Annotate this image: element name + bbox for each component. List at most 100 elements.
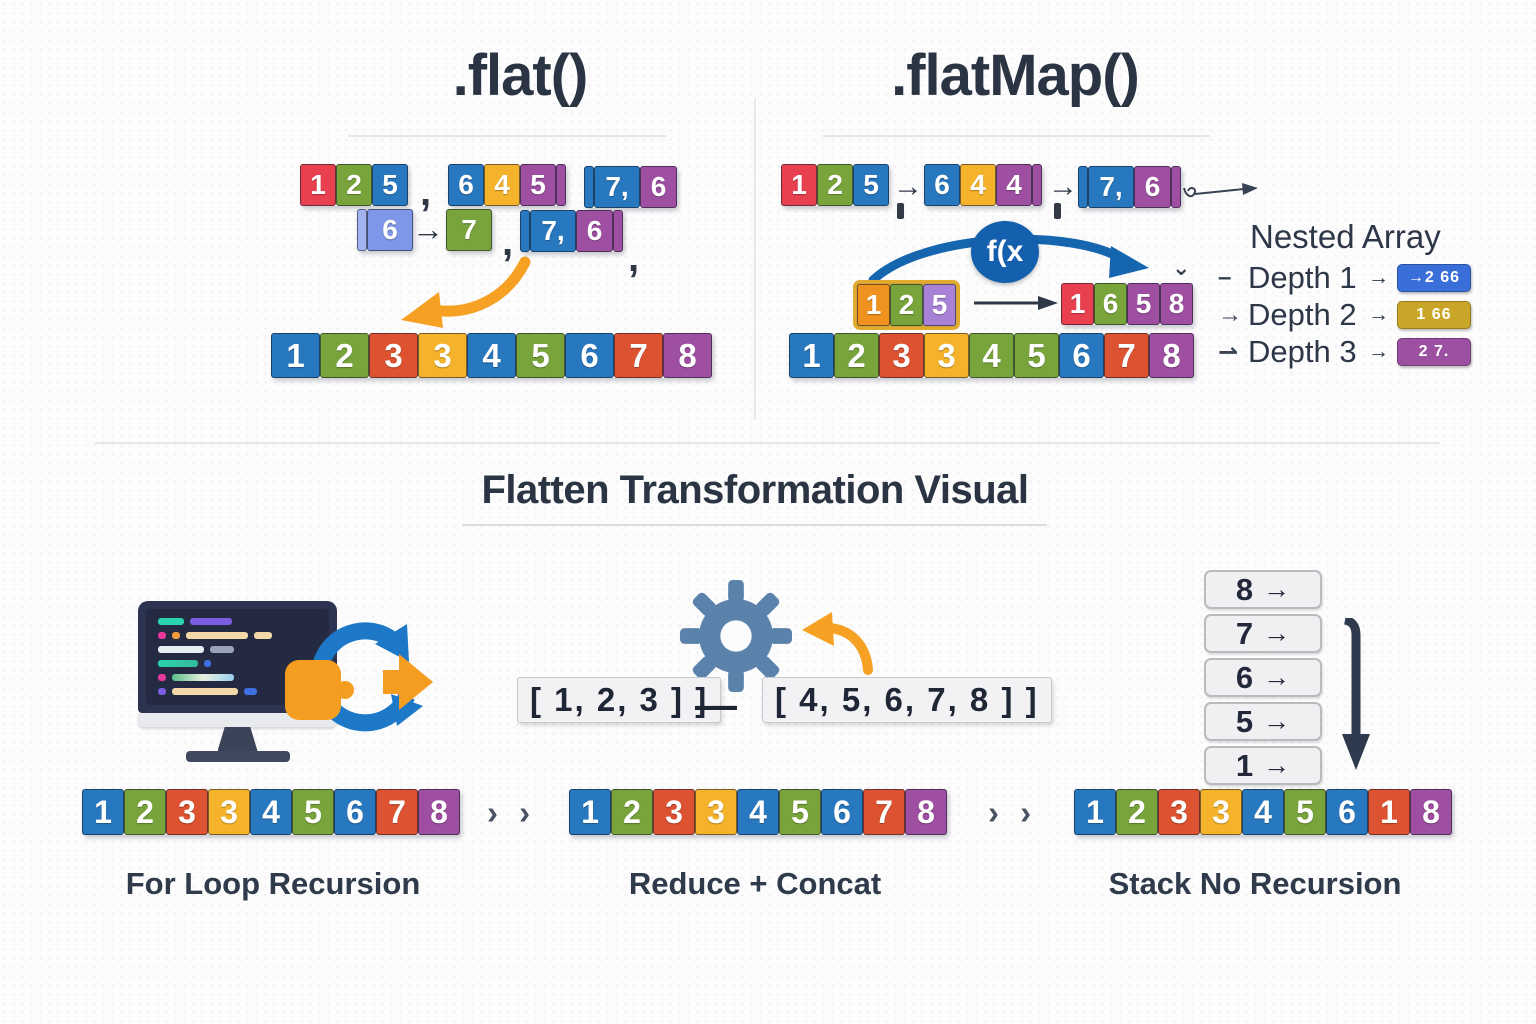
stack-frame-item: 8→ [1204,570,1322,609]
map-arrow-icon [974,296,1058,310]
bracket-box-right: [ 4, 5, 6, 7, 8 ] ] [762,677,1052,723]
caret-mark: ⌄ [1172,255,1191,280]
array-block: 5 [516,333,565,378]
array-block: 5 [853,164,889,206]
stack-frame-item: 6→ [1204,658,1322,697]
comma-separator: , [420,170,432,214]
stack-frame-value: 7 [1235,615,1254,651]
array-block: 8 [418,789,460,835]
array-block: 6 [334,789,376,835]
array-block: 8 [1410,789,1452,835]
thin-long-arrow-icon [1183,183,1258,198]
legend-depth-label: Depth 3 [1248,334,1357,369]
array-block: 4 [484,164,520,206]
code-line [158,646,329,653]
array-block: 8 [905,789,947,835]
right-arrow-glyph: → [1263,618,1291,648]
array-block: 2 [124,789,166,835]
array-block: 2 [834,333,879,378]
array-block: 6 [565,333,614,378]
down-arrow-icon [1342,618,1370,770]
dash-separator: — [695,681,737,728]
array-block: 6 [1326,789,1368,835]
right-arrow-glyph: → [893,170,923,203]
array-block: 6 [367,209,413,251]
code-line [158,674,329,681]
right-arrow-glyph: → [1263,706,1291,736]
array-block: 3 [653,789,695,835]
legend-row-depth-3: ⇀ Depth 3 → 2 7. [1218,334,1471,369]
array-block: 5 [779,789,821,835]
legend-title: Nested Array [1250,218,1441,255]
small-arrow-icon: → [1368,303,1389,326]
array-block: 6 [821,789,863,835]
reduce-concat-label: Reduce + Concat [628,866,882,901]
array-block [520,210,530,252]
array-block: 5 [1014,333,1059,378]
array-block: 3 [924,333,969,378]
depth-2-badge: 1 66 [1397,301,1471,329]
legend-marker: – [1218,264,1232,291]
fx-function-badge: f(x [971,221,1039,283]
array-block: 3 [879,333,924,378]
chevron-separator: › › [487,794,537,831]
fx-label: f(x [986,235,1024,268]
small-arrow-icon: → [1368,266,1389,289]
stack-frame-item: 5→ [1204,702,1322,741]
right-arrow-glyph: → [1263,750,1291,780]
array-block: 6 [1059,333,1104,378]
legend-marker: → [1218,301,1242,328]
array-block: 2 [890,284,923,326]
legend-row-depth-1: – Depth 1 → →2 66 [1218,260,1471,295]
comma-tick [1054,203,1061,219]
array-block: 1 [857,284,890,326]
flatmap-title: .flatMap() [891,43,1140,108]
array-block: 7 [376,789,418,835]
monitor-base [185,751,290,762]
banner-underline [462,524,1047,526]
flat-title: .flat() [452,43,589,108]
orange-curved-arrow-icon [401,256,531,328]
array-block: 4 [1242,789,1284,835]
legend-row-depth-2: → Depth 2 → 1 66 [1218,297,1471,332]
array-block: 4 [996,164,1032,206]
array-block: 5 [372,164,408,206]
right-arrow-glyph: → [1263,574,1291,604]
array-block: 3 [369,333,418,378]
comma-separator: , [628,236,640,280]
array-block: 8 [1149,333,1194,378]
array-block: 4 [969,333,1014,378]
flatmap-input-array-3: 7,6 [1078,166,1181,208]
array-block: 7 [446,209,492,251]
array-block: 1 [789,333,834,378]
monitor-stand [217,727,258,751]
flat-nested-array-6: 6 [357,209,413,251]
array-block: 2 [320,333,369,378]
array-block: 7 [614,333,663,378]
array-block: 2 [817,164,853,206]
array-block: 3 [695,789,737,835]
array-block: 5 [1127,283,1160,325]
legend-depth-label: Depth 1 [1248,260,1357,295]
stack-frame-item: 1→ [1204,746,1322,785]
chevron-separator: › › [988,794,1038,831]
right-arrow-glyph: → [1263,662,1291,692]
array-block [1171,166,1181,208]
array-block: 5 [1284,789,1326,835]
array-block: 7 [863,789,905,835]
flat-nested-array-76: 7,6 [520,210,623,252]
legend-marker: ⇀ [1218,338,1239,366]
array-block: 3 [418,333,467,378]
right-arrow-glyph: → [1048,170,1078,203]
array-block: 1 [781,164,817,206]
array-block: 2 [611,789,653,835]
code-line [158,618,329,625]
array-block: 3 [208,789,250,835]
array-block: 3 [1158,789,1200,835]
for-loop-label: For Loop Recursion [125,866,421,901]
